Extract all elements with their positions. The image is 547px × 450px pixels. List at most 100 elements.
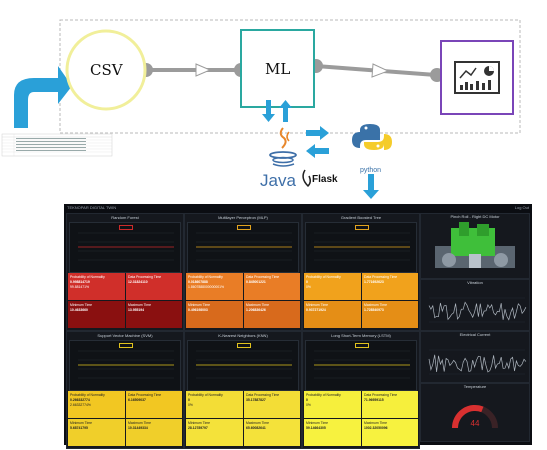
tile-label: Probability of Normality bbox=[70, 275, 105, 279]
java-logo-text: Java bbox=[260, 171, 296, 190]
model-panel-title: Support Vector Machine (SVM) bbox=[97, 333, 153, 338]
chart-dashboard-icon bbox=[454, 61, 500, 94]
connector-arrowhead-icon bbox=[371, 63, 390, 78]
tile-label: Probability of Normality bbox=[188, 393, 223, 397]
csv-node bbox=[65, 29, 147, 111]
tile-label: Maximum Time bbox=[128, 421, 151, 425]
electrical-current-panel-title: Electrical Current bbox=[459, 332, 491, 337]
tile-label: Probability of Normality bbox=[188, 275, 223, 279]
tile-subvalue: 0% bbox=[188, 403, 193, 407]
model-chart-legend bbox=[355, 225, 369, 230]
csv-table-thumbnail-icon bbox=[1, 133, 113, 157]
tile-label: Maximum Time bbox=[246, 303, 269, 307]
motor-panel: Pinch Roll - Right DC Motor bbox=[420, 213, 530, 279]
tile-label: Data Processing Time bbox=[246, 275, 280, 279]
tile-value: 10.4633660 bbox=[70, 308, 88, 312]
tile-subvalue: 0% bbox=[306, 403, 311, 407]
model-chart bbox=[187, 222, 299, 273]
tile-value: 0.266332774 bbox=[70, 398, 90, 402]
tile-value: 59.14664305 bbox=[306, 426, 326, 430]
tile-value: 1002.32050096 bbox=[364, 426, 388, 430]
tile-value: 0 bbox=[306, 398, 308, 402]
tile-value: 71.96959115 bbox=[364, 398, 384, 402]
tile-label: Probability of Normality bbox=[306, 275, 341, 279]
dashboard-title: TEKNOPAR DIGITAL TWIN bbox=[67, 205, 117, 210]
tile-value: 1.728540973 bbox=[364, 308, 384, 312]
pipeline-container bbox=[59, 19, 521, 134]
tile-value: 5.68741795 bbox=[70, 426, 88, 430]
temperature-panel-title: Temperature bbox=[463, 384, 487, 389]
tile-value: 10.31449334 bbox=[128, 426, 148, 430]
ml-node bbox=[240, 29, 315, 108]
tile-value: 12.31824110 bbox=[128, 280, 148, 284]
python-logo-icon bbox=[352, 124, 392, 150]
tile-label: Maximum Time bbox=[128, 303, 151, 307]
tile-subvalue: 99.881471% bbox=[70, 285, 90, 289]
ml-node-label: ML bbox=[265, 60, 291, 78]
tile-label: Minimum Time bbox=[70, 303, 93, 307]
tile-value: 28.12789797 bbox=[188, 426, 208, 430]
model-chart-line bbox=[314, 350, 410, 379]
tile-value: 13.955194 bbox=[128, 308, 145, 312]
tile-label: Minimum Time bbox=[188, 421, 211, 425]
tile-value: 35.17887827 bbox=[246, 398, 266, 402]
java-python-arrows-icon bbox=[306, 126, 329, 158]
tile-value: 1.771692623 bbox=[364, 280, 384, 284]
tile-value: 0.018607888 bbox=[188, 280, 208, 284]
tile-value: 0.937271924 bbox=[306, 308, 326, 312]
logout-link[interactable]: Log Out bbox=[514, 205, 529, 210]
tile-label: Data Processing Time bbox=[364, 275, 398, 279]
tile-label: Maximum Time bbox=[364, 421, 387, 425]
model-panel: K-Nearest Neighbors (KNN) Probability of … bbox=[184, 331, 302, 449]
java-logo-icon bbox=[269, 127, 297, 167]
flask-logo-icon bbox=[302, 169, 312, 188]
model-panel: Long Short-Term Memory (LSTM)Probability… bbox=[302, 331, 420, 449]
tile-value: 0 bbox=[306, 280, 308, 284]
model-panel-title: Multilayer Perceptron (MLP) bbox=[218, 215, 268, 220]
model-chart-legend bbox=[237, 225, 251, 230]
model-chart-line bbox=[78, 232, 174, 261]
model-panel-title: Gradient Boosted Tree bbox=[340, 215, 382, 220]
ml-java-arrows-icon bbox=[262, 100, 292, 122]
temperature-gauge bbox=[452, 404, 498, 429]
model-chart-line bbox=[196, 232, 292, 261]
model-chart-legend bbox=[355, 343, 369, 348]
electrical-current-panel: Electrical Current bbox=[420, 331, 530, 383]
tile-label: Probability of Normality bbox=[70, 393, 105, 397]
tile-value: 0.845001221 bbox=[246, 280, 266, 284]
model-panel-title: K-Nearest Neighbors (KNN) bbox=[218, 333, 268, 338]
tile-label: Data Processing Time bbox=[364, 393, 398, 397]
pipeline-diagram: Java Flask python bbox=[1, 19, 521, 199]
tile-label: Minimum Time bbox=[306, 303, 329, 307]
vibration-panel-chart bbox=[428, 297, 527, 323]
model-chart bbox=[69, 222, 181, 273]
model-panel: Support Vector Machine (SVM) Probability … bbox=[66, 331, 184, 449]
motor-3d-icon bbox=[435, 222, 515, 268]
tile-label: Maximum Time bbox=[246, 421, 269, 425]
tile-label: Data Processing Time bbox=[128, 275, 162, 279]
model-chart-line bbox=[314, 232, 410, 261]
tile-label: Minimum Time bbox=[70, 421, 93, 425]
model-chart bbox=[305, 340, 417, 391]
vibration-panel: Vibration bbox=[420, 279, 530, 331]
model-chart-line bbox=[196, 350, 292, 379]
dashboard-header: TEKNOPAR DIGITAL TWIN Log Out bbox=[64, 204, 532, 211]
